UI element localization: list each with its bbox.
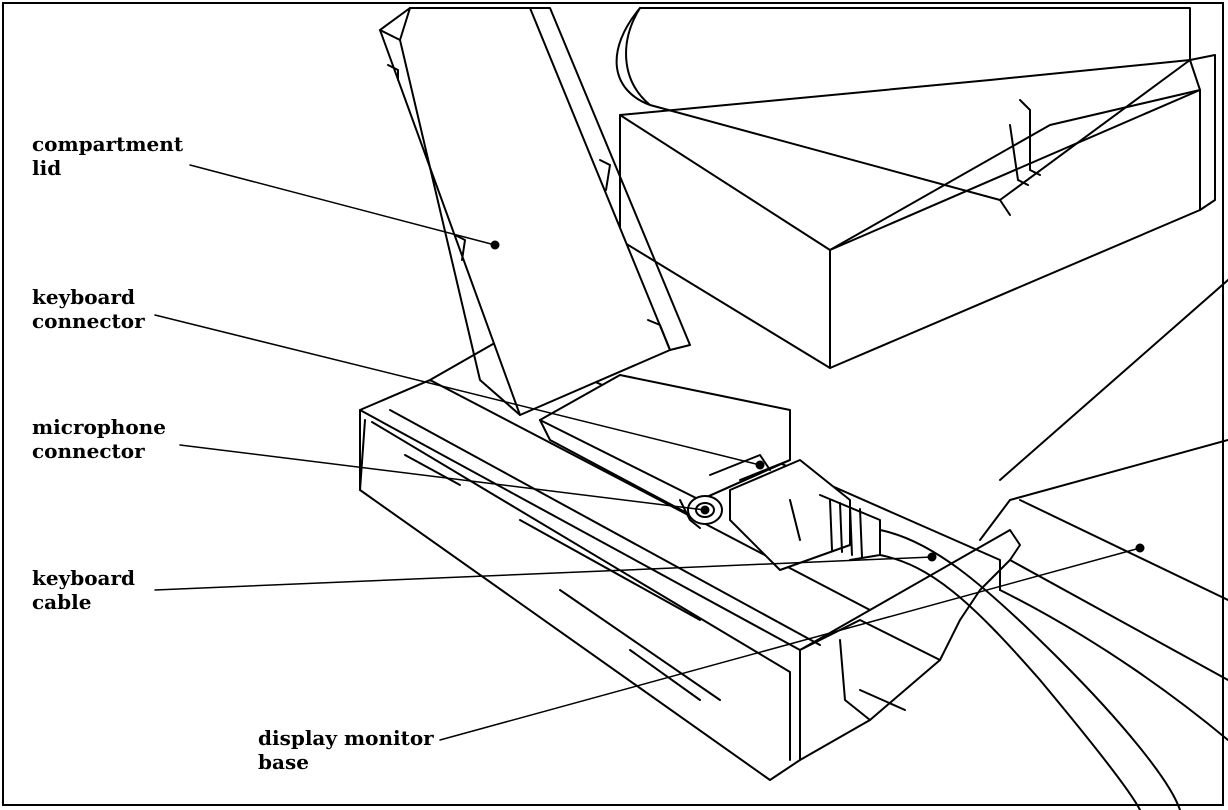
label-display-monitor-base: display monitor base	[258, 726, 434, 774]
label-display-monitor-base-line1: display monitor	[258, 726, 434, 750]
label-keyboard-connector: keyboard connector	[32, 285, 145, 333]
leader-dots	[490, 240, 1145, 562]
base-dot	[1135, 543, 1145, 553]
compartment-lid-shape	[379, 7, 691, 416]
label-keyboard-connector-line1: keyboard	[32, 285, 136, 309]
microphone-dot	[700, 505, 710, 515]
label-keyboard-cable-line2: cable	[32, 590, 92, 614]
label-keyboard-cable: keyboard cable	[32, 566, 135, 614]
lid-dot	[490, 240, 500, 250]
monitor-base-right	[979, 279, 1228, 741]
label-display-monitor-base-line2: base	[258, 750, 309, 774]
label-compartment-lid-line1: compartment	[32, 132, 184, 156]
keyboard-cable-shape	[879, 529, 1181, 810]
label-compartment-lid-line2: lid	[32, 156, 62, 180]
label-compartment-lid: compartment lid	[32, 132, 183, 180]
monitor-housing	[615, 7, 1216, 369]
label-microphone-connector-line2: connector	[32, 439, 145, 463]
label-microphone-connector-line1: microphone	[32, 415, 166, 439]
label-keyboard-cable-line1: keyboard	[32, 566, 136, 590]
keyboard-plug	[729, 459, 881, 571]
leader-lines	[154, 164, 1141, 741]
cable-dot	[927, 552, 937, 562]
label-microphone-connector: microphone connector	[32, 415, 166, 463]
label-keyboard-connector-line2: connector	[32, 309, 145, 333]
keyboard-connector-dot	[755, 460, 765, 470]
